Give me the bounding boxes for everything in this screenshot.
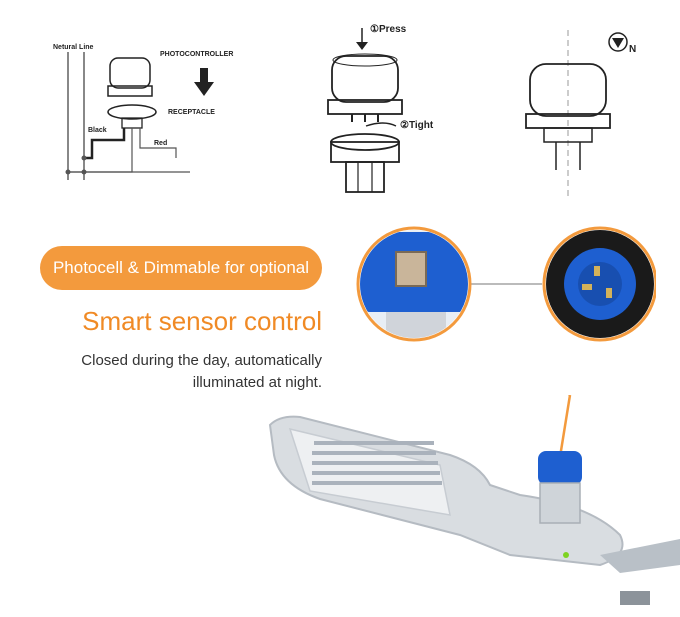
install-diagram: ①Press ②Tight	[327, 24, 434, 193]
feature-description: Closed during the day, automatically ill…	[40, 350, 322, 394]
smart-sensor-headline: Smart sensor control	[82, 306, 322, 336]
press-label: ①Press	[370, 24, 407, 35]
wiring-diagram: Netural Line PHOTOCONTROLLER RECEPTACLE …	[53, 44, 233, 180]
photocell-dimmable-badge: Photocell & Dimmable for optional	[40, 246, 322, 290]
description-line-1: Closed during the day, automatically	[81, 352, 322, 369]
photocell-cap-icon	[331, 55, 399, 103]
red-wire-label: Red	[154, 140, 167, 147]
installed-cap-icon	[529, 63, 607, 117]
photocell-zoom-views	[356, 226, 656, 342]
receptacle-label: RECEPTACLE	[168, 109, 215, 116]
photocell-on-lamp-icon	[538, 451, 582, 485]
street-light-illustration	[268, 395, 680, 605]
north-label: N	[629, 44, 636, 55]
north-icon	[608, 32, 628, 52]
photocontroller-label: PHOTOCONTROLLER	[160, 51, 233, 58]
tight-label: ②Tight	[400, 120, 434, 131]
description-line-2: illuminated at night.	[192, 374, 322, 391]
neutral-line-label: Netural Line	[53, 44, 94, 51]
installed-photocell-diagram: N	[525, 30, 636, 200]
down-arrow-icon	[194, 68, 214, 96]
photocontroller-icon	[109, 57, 151, 89]
receptacle-icon	[107, 104, 157, 120]
black-wire-label: Black	[88, 127, 107, 134]
